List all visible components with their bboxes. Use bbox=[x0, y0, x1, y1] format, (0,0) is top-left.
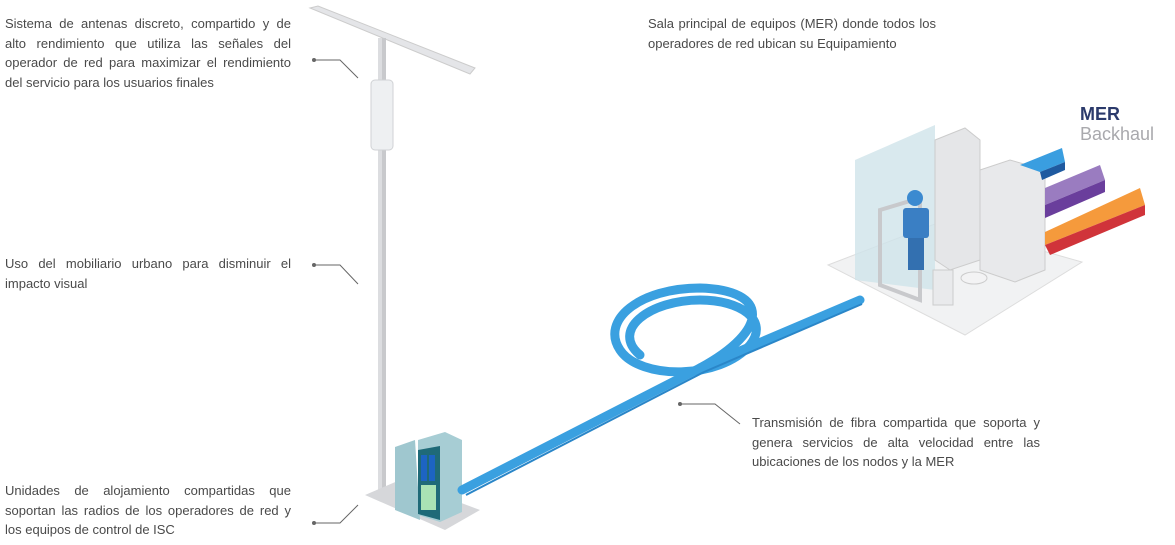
arrow-blue bbox=[1020, 148, 1065, 172]
legend-backhaul: Backhaul bbox=[1080, 124, 1155, 144]
shared-cabinet bbox=[395, 432, 462, 522]
leader-antenna bbox=[315, 59, 359, 79]
leader-cabinet bbox=[315, 504, 359, 524]
arrow-purple bbox=[1045, 165, 1105, 205]
label-housing-units: Unidades de alojamiento compartidas que … bbox=[5, 483, 291, 537]
leader-fiber bbox=[680, 403, 741, 425]
fiber-cable bbox=[457, 283, 865, 495]
label-main-room: Sala principal de equipos (MER) donde to… bbox=[648, 16, 936, 51]
label-fiber: Transmisión de fibra compartida que sopo… bbox=[752, 415, 1040, 469]
person-icon bbox=[903, 190, 929, 270]
leader-lines bbox=[315, 59, 741, 524]
legend-mer: MER bbox=[1080, 104, 1120, 124]
backhaul-arrows bbox=[1020, 148, 1145, 255]
mer-room bbox=[826, 125, 1084, 336]
arrow-orange bbox=[1045, 188, 1145, 245]
street-pole bbox=[308, 5, 476, 497]
antenna-unit bbox=[370, 79, 394, 151]
label-urban-furniture: Uso del mobiliario urbano para disminuir… bbox=[5, 256, 291, 291]
label-antenna-system: Sistema de antenas discreto, compartido … bbox=[5, 16, 291, 90]
server-rack bbox=[934, 127, 1046, 283]
leader-pole bbox=[315, 264, 359, 285]
